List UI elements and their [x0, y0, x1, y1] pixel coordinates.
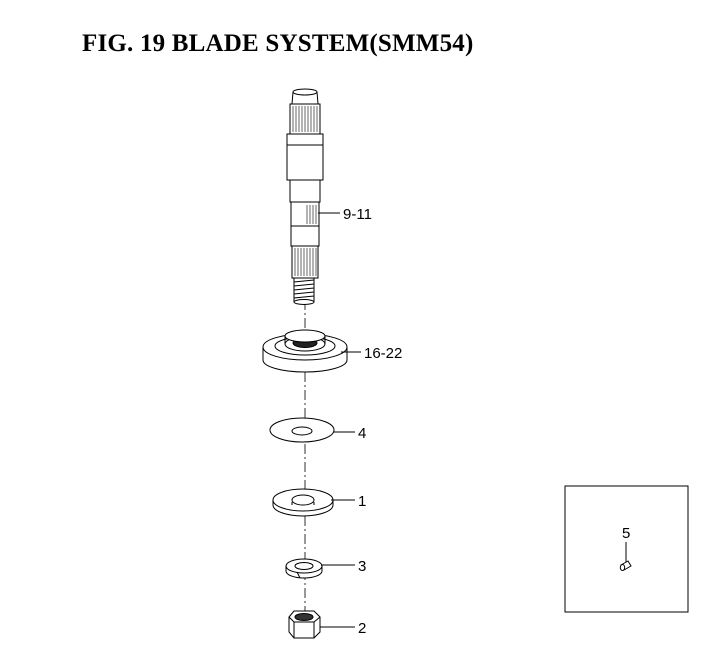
callout-bearing: 16-22 — [364, 345, 402, 362]
pin-part — [619, 560, 632, 571]
bearing-assembly — [262, 329, 348, 373]
hex-nut — [288, 610, 321, 639]
callout-pin: 5 — [622, 525, 630, 542]
figure-title: FIG. 19 BLADE SYSTEM(SMM54) — [82, 30, 474, 57]
cup-washer — [272, 488, 334, 517]
flat-washer — [269, 417, 335, 443]
pin-inset-box: 5 — [564, 485, 689, 613]
callout-shaft: 9-11 — [343, 206, 372, 223]
callout-flat-washer: 4 — [358, 425, 366, 442]
callout-cup-washer: 1 — [358, 493, 366, 510]
callout-spring-washer: 3 — [358, 558, 366, 575]
blade-shaft — [286, 88, 324, 305]
callout-nut: 2 — [358, 620, 366, 637]
spring-washer — [285, 558, 323, 579]
